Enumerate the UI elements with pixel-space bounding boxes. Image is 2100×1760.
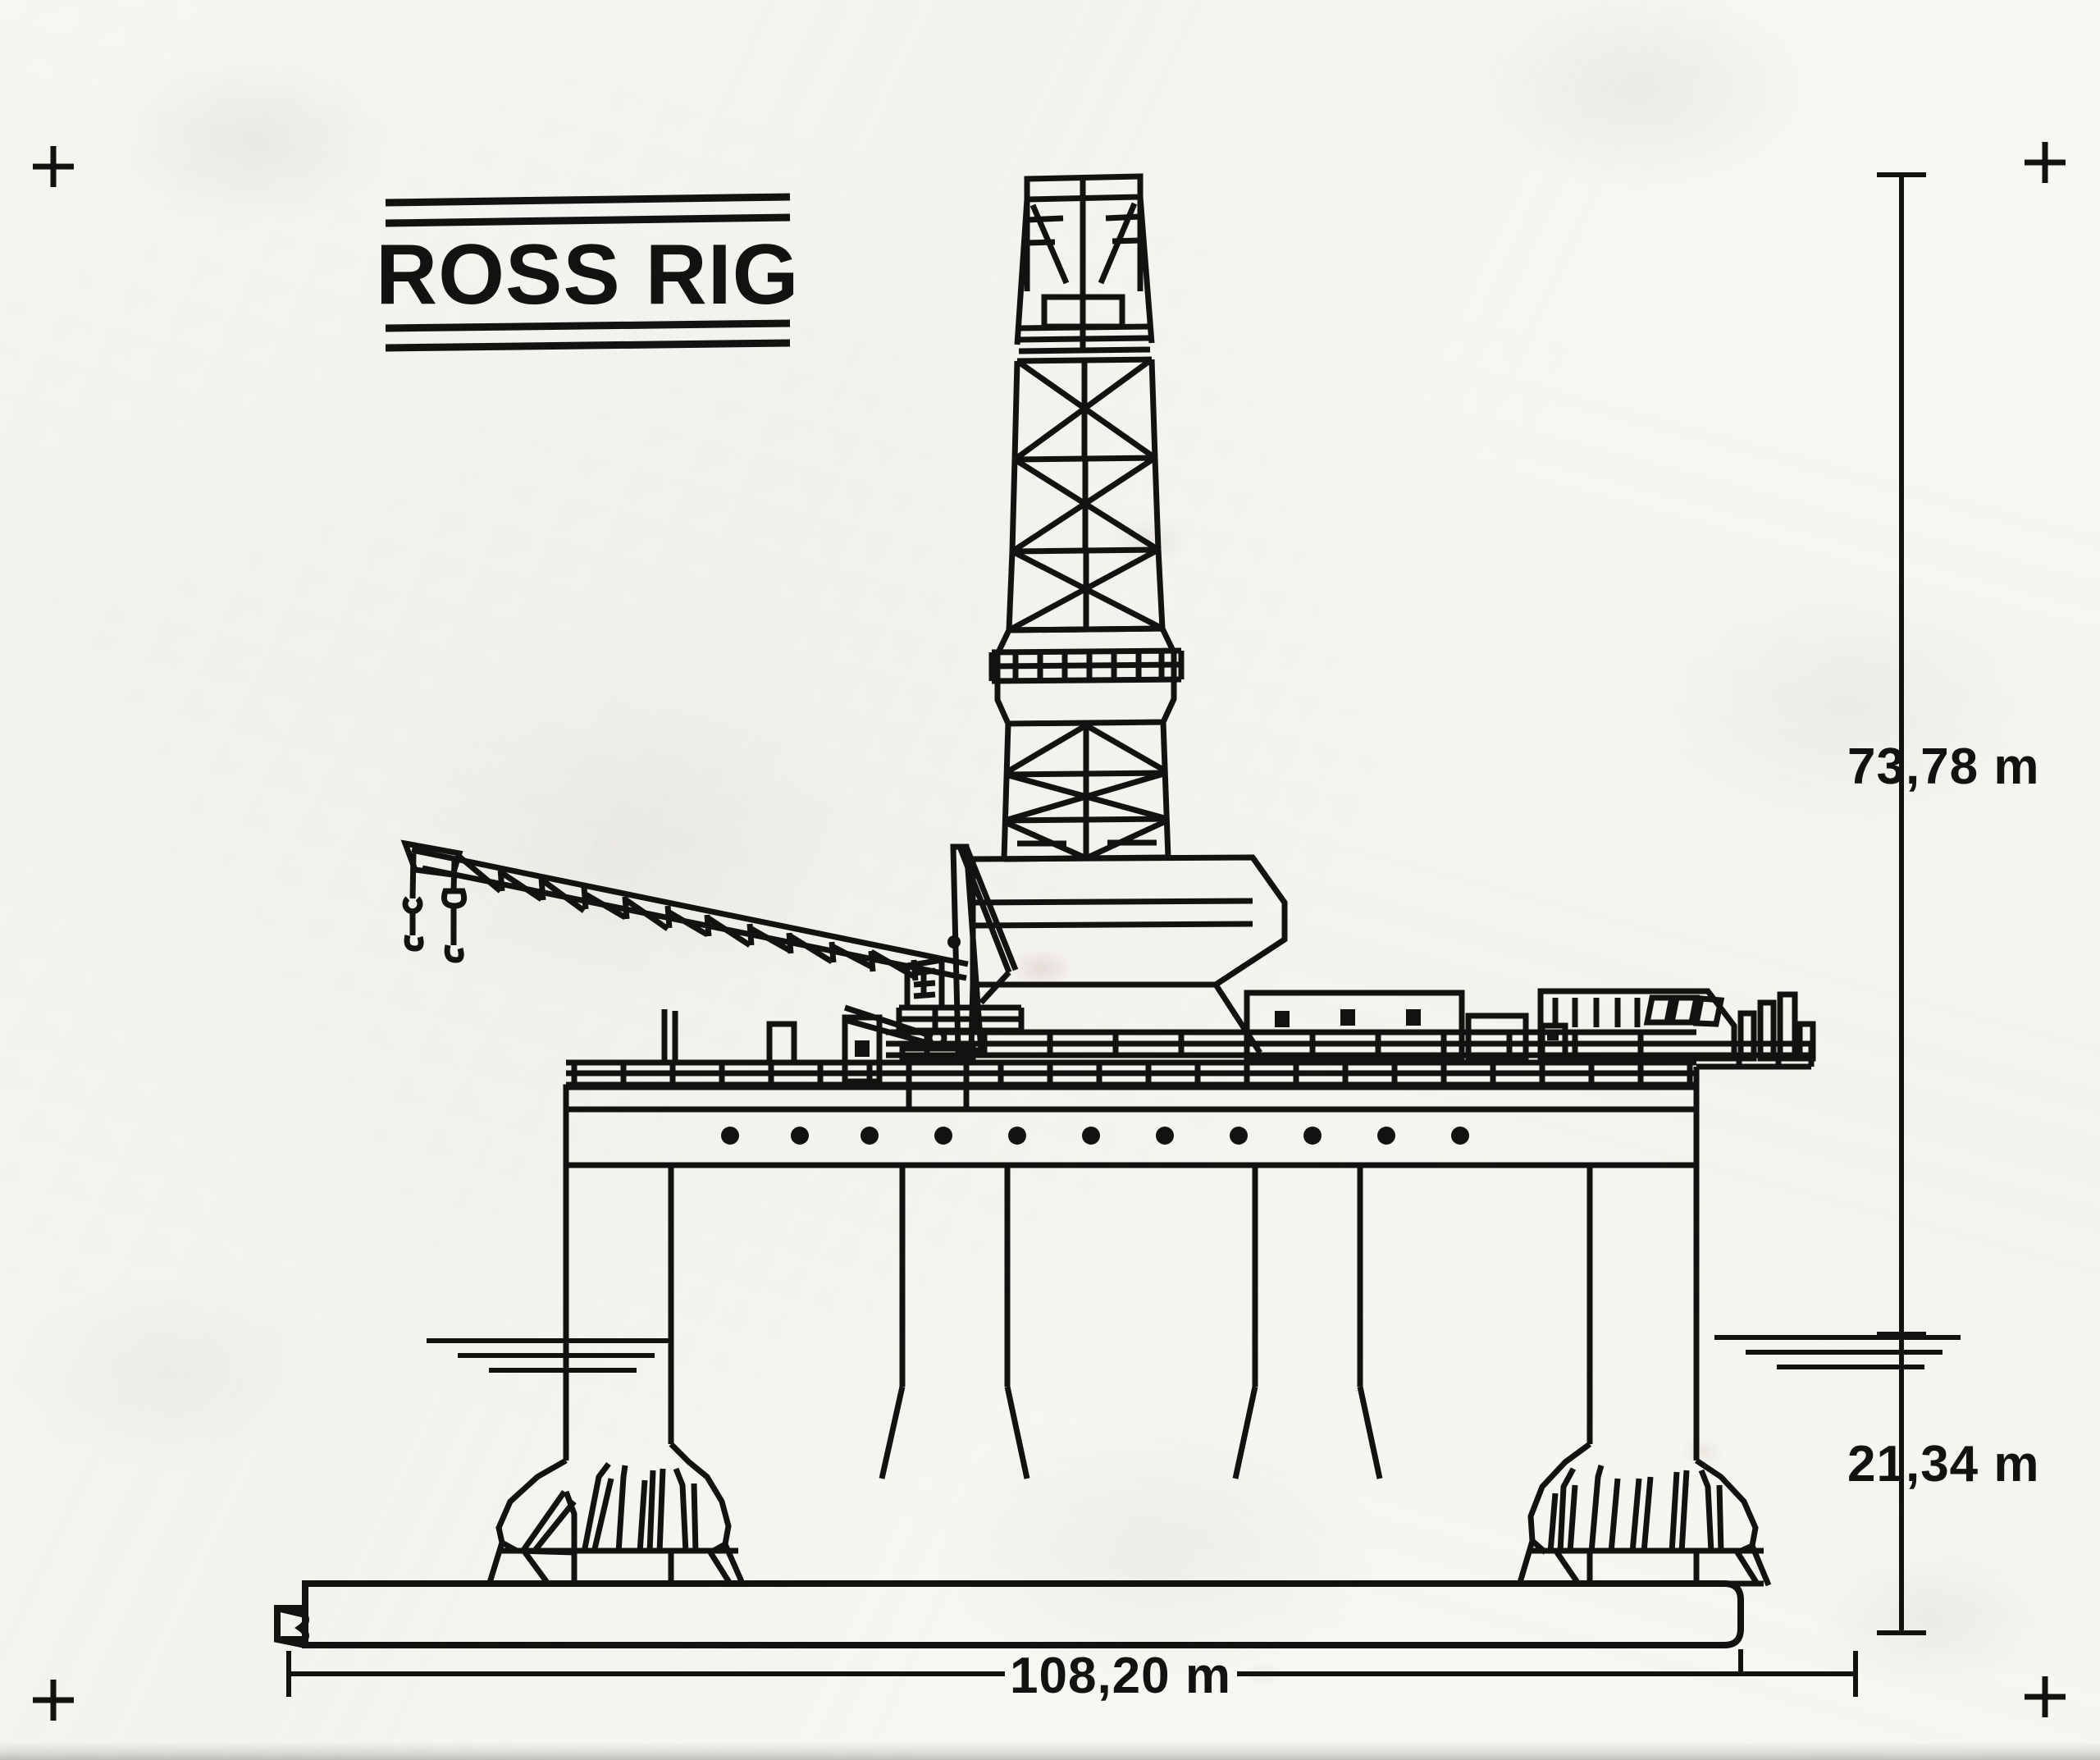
bracing-right (1516, 1442, 1772, 1587)
deckhouse-modules (1244, 988, 1816, 1070)
deck-railing-mid (886, 1029, 1696, 1058)
dimension-label-length: 108,20 m (1010, 1648, 1231, 1704)
bracing-left (486, 1442, 746, 1587)
derrick-upper-legs (1014, 196, 1155, 345)
dimension-label-height: 73,78 m (1847, 738, 2040, 795)
deck-portholes (721, 1127, 1469, 1145)
sheet-bottom-edge (0, 1742, 2100, 1760)
monkey-board (1018, 294, 1151, 354)
dimension-21-34 (1877, 1334, 1926, 1635)
column-outer-left (563, 1165, 674, 1461)
deck-railing (566, 1059, 1696, 1088)
exhaust-stacks (1737, 991, 1816, 1062)
column-inner-right (1232, 1165, 1383, 1479)
crane-boom (400, 839, 969, 981)
derrick-collar (988, 625, 1185, 727)
dimension-108-20 (286, 1649, 1858, 1697)
derrick-panel-2 (1009, 455, 1162, 555)
crown-block (1024, 173, 1144, 295)
pedestal-crane (400, 839, 1025, 1113)
drilling-derrick (988, 173, 1185, 862)
derrick-panel-3 (1006, 546, 1166, 633)
page-title: ROSS RIG (376, 227, 800, 322)
title-rules (385, 193, 791, 352)
deck-left-posts (661, 1009, 883, 1085)
waterline-marks (427, 1337, 1961, 1370)
mark-top-right (2025, 142, 2066, 183)
deckhouse-module-a (1244, 990, 1465, 1060)
mark-bottom-right (2025, 1676, 2066, 1717)
dimension-label-draft: 21,34 m (1847, 1436, 2040, 1493)
column-outer-right (1586, 1165, 1700, 1461)
deck-railing-right (1696, 1040, 1815, 1070)
crane-mast (947, 843, 1019, 1054)
derrick-substructure (968, 854, 1288, 1054)
support-columns (563, 1165, 1700, 1479)
deckhouse-module-b (1465, 1013, 1529, 1060)
derrick-panel-1 (1011, 356, 1158, 463)
main-deck (563, 1009, 1700, 1168)
registration-marks (33, 142, 2066, 1721)
pontoon-hull (274, 1580, 1744, 1648)
column-inner-left (879, 1165, 1030, 1479)
bridge-house (1537, 988, 1737, 1062)
mark-top-left (33, 146, 74, 187)
mark-bottom-left (33, 1680, 74, 1721)
derrick-lower (1001, 721, 1171, 862)
crane-hooks (402, 853, 468, 963)
